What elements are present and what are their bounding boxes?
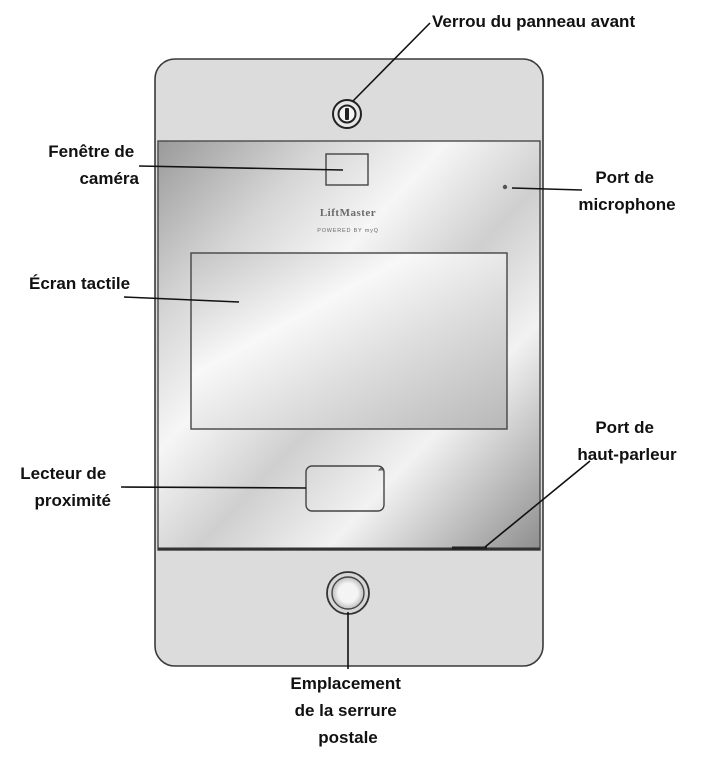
leader-microphone-port [511, 187, 583, 191]
leader-speaker-port [484, 460, 591, 548]
front-panel-lock [332, 99, 362, 129]
powered-by-label: POWERED BY myQ [317, 228, 379, 234]
mail-lock-location [326, 571, 370, 615]
label-speaker-port: Port de haut-parleur [577, 418, 677, 464]
leader-front-panel-lock [352, 22, 431, 102]
label-touchscreen: Écran tactile [29, 274, 130, 293]
leader-lines [120, 22, 591, 669]
brand-logo: LiftMaster [320, 207, 376, 219]
leader-proximity-reader [120, 486, 307, 489]
device-housing: LiftMaster POWERED BY myQ [154, 58, 544, 667]
label-microphone-port: Port de microphone [578, 168, 675, 214]
label-mail-lock-location: Emplacement de la serrure postale [290, 674, 405, 747]
touchscreen [190, 252, 508, 430]
callout-labels: Verrou du panneau avant Fenêtre de camér… [20, 12, 677, 747]
label-front-panel-lock: Verrou du panneau avant [432, 12, 635, 31]
label-proximity-reader: Lecteur de proximité [20, 464, 111, 510]
leader-touchscreen [123, 296, 240, 303]
proximity-reader [305, 465, 385, 512]
label-camera-window: Fenêtre de caméra [48, 142, 139, 188]
leader-camera-window [138, 165, 344, 171]
microphone-port [502, 184, 508, 190]
